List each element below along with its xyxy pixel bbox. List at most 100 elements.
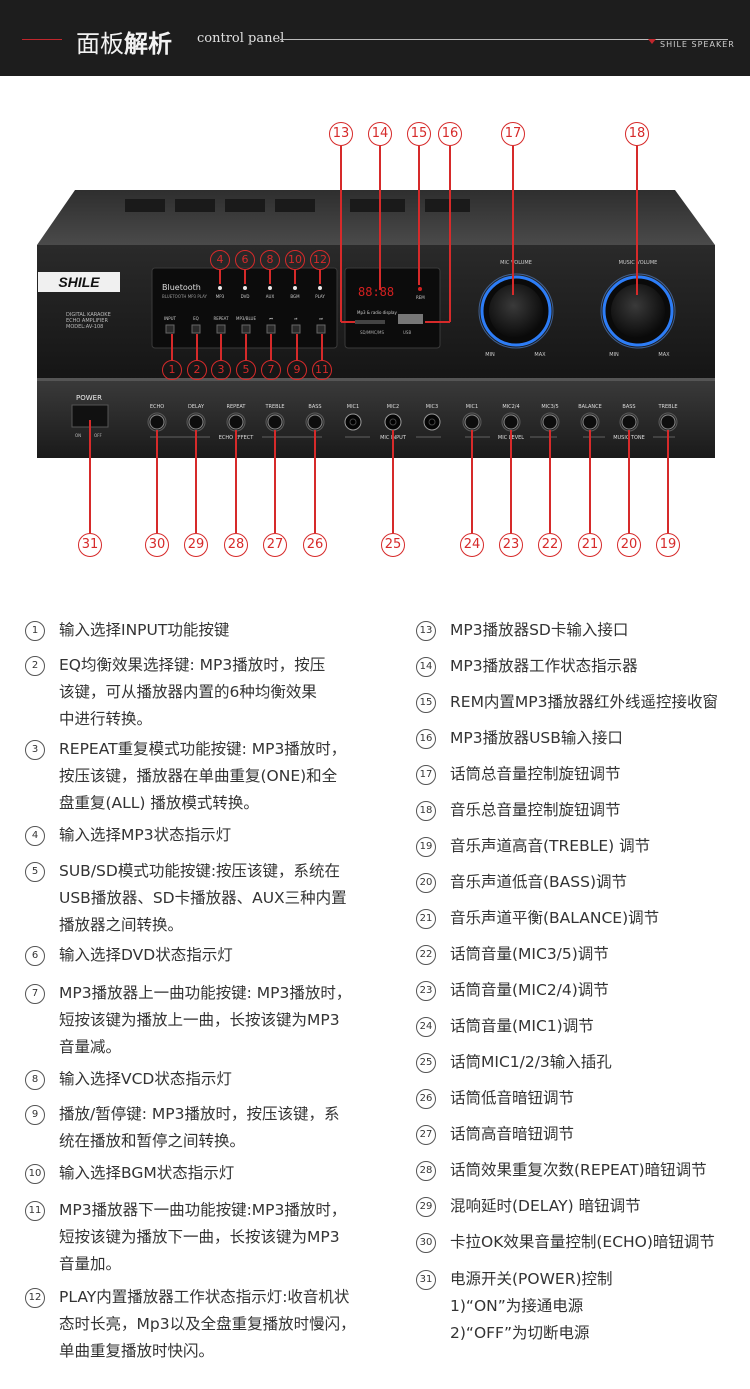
description-number: 26	[416, 1089, 436, 1109]
callout-leader-line	[196, 334, 198, 360]
indicator-label: BGM	[290, 294, 300, 299]
callout-leader-line	[589, 430, 591, 533]
description-number: 23	[416, 981, 436, 1001]
description-text: REM内置MP3播放器红外线遥控接收窗	[450, 693, 719, 711]
mic-volume-knob	[489, 284, 543, 338]
svg-text:MIN: MIN	[485, 352, 495, 358]
panel-button	[216, 324, 226, 334]
callout-22: 22	[538, 533, 562, 557]
callout-leader-line	[296, 334, 298, 360]
description-number: 16	[416, 729, 436, 749]
indicator-led-bgm	[293, 286, 297, 290]
callout-4: 4	[210, 250, 230, 270]
description-text: 卡拉OK效果音量控制(ECHO)暗钮调节	[450, 1233, 715, 1251]
usb-port	[398, 314, 423, 324]
callout-leader-line	[510, 430, 512, 533]
callout-13: 13	[329, 122, 353, 146]
callout-leader-line	[392, 430, 394, 533]
callout-15: 15	[407, 122, 431, 146]
description-number: 28	[416, 1161, 436, 1181]
description-number: 15	[416, 693, 436, 713]
panel-button-label: ⏭	[319, 316, 323, 321]
description-number: 24	[416, 1017, 436, 1037]
description-number: 12	[25, 1288, 45, 1308]
callout-leader-line	[321, 334, 323, 360]
callout-leader-line	[245, 334, 247, 360]
description-text: 音乐声道平衡(BALANCE)调节	[450, 909, 660, 927]
callout-21: 21	[578, 533, 602, 557]
amplifier-front-lower	[37, 380, 715, 458]
description-number: 6	[25, 946, 45, 966]
description-number: 30	[416, 1233, 436, 1253]
brand-logo-plate	[38, 272, 120, 292]
small-knob	[582, 414, 598, 430]
callout-18: 18	[625, 122, 649, 146]
description-text: 话筒效果重复次数(REPEAT)暗钮调节	[450, 1161, 707, 1179]
description-number: 9	[25, 1105, 45, 1125]
callout-leader-line	[269, 270, 271, 284]
description-text: 话筒音量(MIC2/4)调节	[450, 981, 609, 999]
mic-jack-hole	[389, 418, 397, 426]
jack-label: MIC3	[426, 404, 438, 410]
indicator-led-aux	[268, 286, 272, 290]
description-number: 18	[416, 801, 436, 821]
svg-text:Mp3 & radio display: Mp3 & radio display	[357, 310, 397, 315]
callout-leader-line	[319, 270, 321, 284]
small-knob	[503, 414, 519, 430]
callout-leader-line	[274, 430, 276, 533]
callout-leader-line	[220, 334, 222, 360]
callout-leader-line	[340, 146, 342, 322]
description-number: 17	[416, 765, 436, 785]
description-item: 18 音乐总音量控制旋钮调节	[416, 797, 621, 824]
callout-23: 23	[499, 533, 523, 557]
amplifier-illustration: SHILE DIGITAL KARAOKE ECHO AMPLIFIER MOD…	[37, 190, 715, 458]
description-text: 音乐总音量控制旋钮调节	[450, 801, 621, 819]
small-knob	[149, 414, 165, 430]
panel-button-label: REPEAT	[213, 316, 229, 321]
description-number: 25	[416, 1053, 436, 1073]
description-number: 22	[416, 945, 436, 965]
description-number: 4	[25, 826, 45, 846]
description-text: SUB/SD模式功能按键:按压该键，系统在 USB播放器、SD卡播放器、AUX三…	[59, 862, 347, 934]
description-text: MP3播放器USB输入接口	[450, 729, 623, 747]
svg-text:MUSIC VOLUME: MUSIC VOLUME	[619, 260, 658, 266]
description-text: 混响延时(DELAY) 暗钮调节	[450, 1197, 641, 1215]
music-volume-knob	[611, 284, 665, 338]
callout-leader-line	[341, 321, 355, 323]
callout-leader-line	[270, 334, 272, 360]
description-text: 输入选择BGM状态指示灯	[59, 1164, 235, 1182]
indicator-led-play	[318, 286, 322, 290]
svg-text:MIC VOLUME: MIC VOLUME	[500, 260, 532, 266]
description-item: 28 话筒效果重复次数(REPEAT)暗钮调节	[416, 1157, 707, 1184]
callout-leader-line	[667, 430, 669, 533]
knob-label: BASS	[622, 404, 635, 410]
description-number: 8	[25, 1070, 45, 1090]
callout-leader-line	[418, 146, 420, 285]
callout-leader-line	[449, 146, 451, 322]
panel-button	[191, 324, 201, 334]
panel-button-label: ⏯	[294, 316, 297, 321]
svg-text:MAX: MAX	[658, 352, 670, 358]
panel-button-label: EQ	[193, 316, 199, 321]
description-text: 话筒总音量控制旋钮调节	[450, 765, 621, 783]
callout-2: 2	[187, 360, 207, 380]
knob-label: MIC1	[466, 404, 478, 410]
description-number: 1	[25, 621, 45, 641]
knob-label: MIC2/4	[502, 404, 519, 410]
description-text: MP3播放器SD卡输入接口	[450, 621, 629, 639]
callout-9: 9	[287, 360, 307, 380]
description-item: 16 MP3播放器USB输入接口	[416, 725, 623, 752]
svg-text:ON: ON	[75, 433, 81, 438]
small-knob	[267, 414, 283, 430]
callout-8: 8	[260, 250, 280, 270]
svg-text:REM: REM	[416, 295, 425, 300]
description-text: 话筒高音暗钮调节	[450, 1125, 575, 1143]
